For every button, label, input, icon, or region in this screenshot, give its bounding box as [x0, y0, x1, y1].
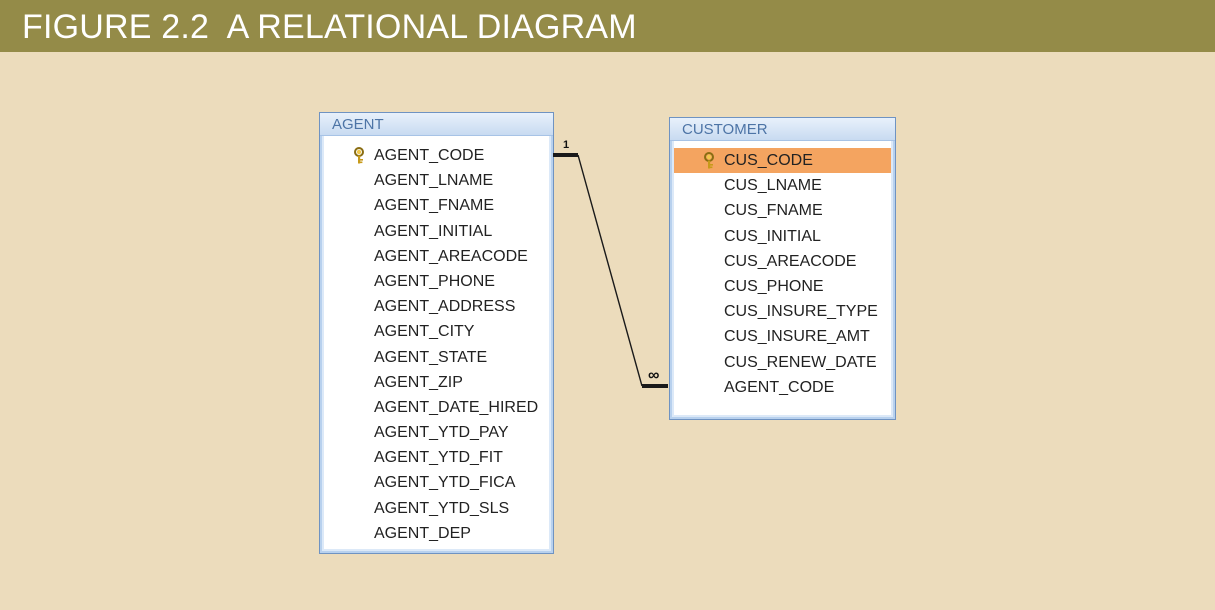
customer-field-label: CUS_INITIAL	[724, 227, 821, 245]
customer-field[interactable]: CUS_PHONE	[674, 274, 891, 299]
customer-field-label: AGENT_CODE	[724, 378, 835, 396]
one-cardinality-label: 1	[563, 139, 569, 151]
figure-header: FIGURE 2.2 A RELATIONAL DIAGRAM	[0, 0, 1215, 52]
customer-field-label: CUS_INSURE_AMT	[724, 328, 870, 346]
agent-field[interactable]: AGENT_YTD_FIT	[324, 445, 549, 470]
customer-field-label: CUS_AREACODE	[724, 252, 857, 270]
agent-field-label: AGENT_CITY	[374, 323, 475, 341]
agent-field[interactable]: AGENT_DEP	[324, 521, 549, 546]
agent-field[interactable]: AGENT_YTD_SLS	[324, 496, 549, 521]
customer-field-label: CUS_LNAME	[724, 177, 822, 195]
customer-field[interactable]: CUS_CODE	[674, 148, 891, 174]
customer-field[interactable]: CUS_LNAME	[674, 173, 891, 198]
customer-table[interactable]: CUSTOMER CUS_CODE CUS_LNAME CUS_FNAME CUS_I…	[669, 117, 896, 420]
customer-field[interactable]: CUS_INSURE_AMT	[674, 324, 891, 349]
agent-field-label: AGENT_INITIAL	[374, 222, 493, 240]
agent-field[interactable]: AGENT_ADDRESS	[324, 294, 549, 319]
customer-field-label: CUS_RENEW_DATE	[724, 353, 877, 371]
agent-field[interactable]: AGENT_ZIP	[324, 370, 549, 395]
agent-table-header[interactable]: AGENT	[320, 113, 553, 136]
agent-field-label: AGENT_LNAME	[374, 172, 494, 190]
agent-field[interactable]: AGENT_YTD_FICA	[324, 470, 549, 495]
customer-table-name: CUSTOMER	[682, 121, 768, 138]
agent-field-list: AGENT_CODE AGENT_LNAME AGENT_FNAME AGENT_IN…	[324, 143, 549, 546]
agent-field[interactable]: AGENT_YTD_PAY	[324, 420, 549, 445]
agent-field-label: AGENT_YTD_FIT	[374, 449, 503, 467]
agent-field-label: AGENT_PHONE	[374, 272, 495, 290]
primary-key-icon	[352, 147, 366, 165]
customer-field[interactable]: CUS_INSURE_TYPE	[674, 299, 891, 324]
agent-field-label: AGENT_YTD_PAY	[374, 424, 509, 442]
customer-field-label: CUS_PHONE	[724, 277, 824, 295]
customer-field[interactable]: CUS_INITIAL	[674, 224, 891, 249]
agent-field-label: AGENT_DATE_HIRED	[374, 398, 539, 416]
customer-field-label: CUS_CODE	[724, 152, 813, 169]
primary-key-icon	[702, 152, 716, 170]
customer-field-label: CUS_FNAME	[724, 202, 823, 220]
agent-field-label: AGENT_CODE	[374, 147, 485, 164]
agent-field-label: AGENT_AREACODE	[374, 247, 528, 265]
agent-field[interactable]: AGENT_STATE	[324, 345, 549, 370]
relationship-line	[553, 153, 668, 388]
agent-field-label: AGENT_FNAME	[374, 197, 495, 215]
customer-field-list: CUS_CODE CUS_LNAME CUS_FNAME CUS_INITIAL CUS…	[674, 148, 891, 400]
agent-field-label: AGENT_ADDRESS	[374, 298, 516, 316]
agent-field-label: AGENT_YTD_FICA	[374, 474, 516, 492]
customer-table-header[interactable]: CUSTOMER	[670, 118, 895, 141]
agent-field-label: AGENT_DEP	[374, 524, 471, 542]
agent-field[interactable]: AGENT_DATE_HIRED	[324, 395, 549, 420]
customer-field-label: CUS_INSURE_TYPE	[724, 303, 878, 321]
agent-field[interactable]: AGENT_LNAME	[324, 168, 549, 193]
agent-field[interactable]: AGENT_INITIAL	[324, 219, 549, 244]
agent-field-label: AGENT_ZIP	[374, 373, 463, 391]
customer-field[interactable]: CUS_FNAME	[674, 198, 891, 223]
agent-field-label: AGENT_STATE	[374, 348, 488, 366]
agent-field-label: AGENT_YTD_SLS	[374, 499, 510, 517]
agent-table-name: AGENT	[332, 116, 384, 133]
agent-field[interactable]: AGENT_FNAME	[324, 193, 549, 218]
agent-field[interactable]: AGENT_AREACODE	[324, 244, 549, 269]
customer-field[interactable]: CUS_RENEW_DATE	[674, 350, 891, 375]
agent-field[interactable]: AGENT_CITY	[324, 319, 549, 344]
customer-field[interactable]: CUS_AREACODE	[674, 249, 891, 274]
customer-field[interactable]: AGENT_CODE	[674, 375, 891, 400]
many-cardinality-label: ∞	[648, 367, 659, 384]
agent-field[interactable]: AGENT_CODE	[324, 143, 549, 168]
agent-field[interactable]: AGENT_PHONE	[324, 269, 549, 294]
figure-title: FIGURE 2.2 A RELATIONAL DIAGRAM	[22, 8, 637, 46]
